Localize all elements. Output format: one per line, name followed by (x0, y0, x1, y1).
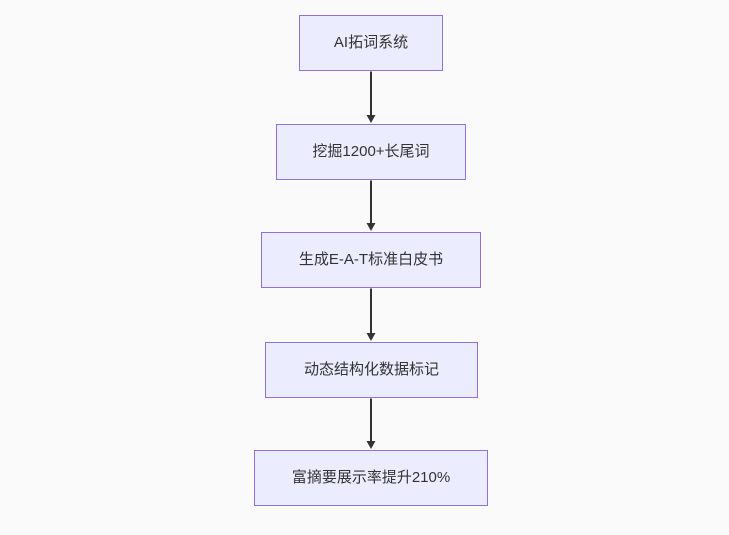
edge-arrow-2 (366, 180, 376, 231)
flow-node-2: 挖掘1200+长尾词 (276, 124, 466, 180)
flow-node-1-label: AI拓词系统 (333, 34, 409, 52)
flow-node-4-label: 动态结构化数据标记 (303, 361, 439, 379)
edge-arrow-3 (366, 288, 376, 341)
flow-node-1: AI拓词系统 (299, 15, 443, 71)
flow-node-3-label: 生成E-A-T标准白皮书 (298, 251, 444, 269)
flow-node-5: 富摘要展示率提升210% (254, 450, 488, 506)
edge-arrow-1 (366, 71, 376, 123)
flow-node-2-label: 挖掘1200+长尾词 (312, 143, 430, 161)
edge-arrow-4 (366, 398, 376, 449)
flow-node-5-label: 富摘要展示率提升210% (291, 469, 451, 487)
flow-node-3: 生成E-A-T标准白皮书 (261, 232, 481, 288)
flow-node-4: 动态结构化数据标记 (265, 342, 478, 398)
